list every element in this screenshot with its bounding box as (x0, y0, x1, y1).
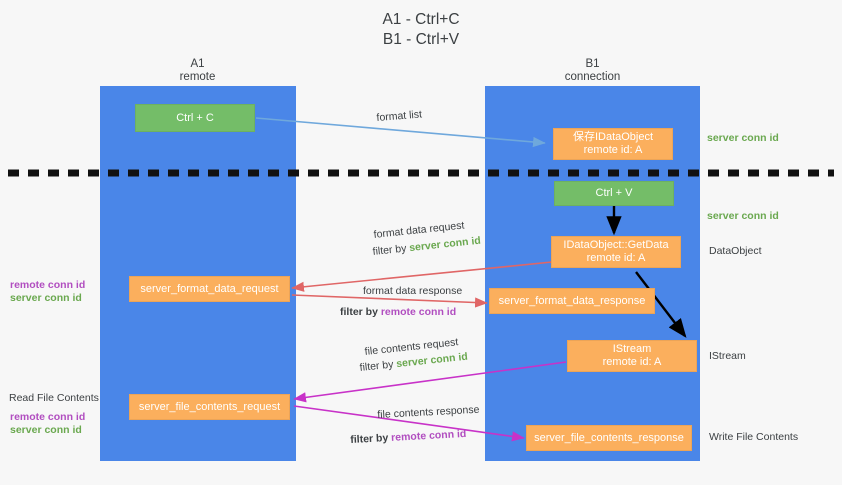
filter-key-remote-conn-id: remote conn id (390, 427, 467, 444)
box-save-idataobject-line2: remote id: A (583, 144, 643, 156)
edge-label-format-data-response: format data response (363, 285, 463, 297)
left-label-remote-conn-id-2: remote conn id (10, 411, 86, 423)
left-label-server-conn-id-1: server conn id (10, 292, 82, 304)
lane-header-b1: B1 connection (485, 58, 700, 84)
box-server-file-contents-response-label: server_file_contents_response (534, 431, 684, 444)
box-server-file-contents-response[interactable]: server_file_contents_response (526, 425, 692, 451)
box-save-idataobject[interactable]: 保存IDataObject remote id: A (553, 128, 673, 160)
box-server-file-contents-request-label: server_file_contents_request (138, 400, 281, 413)
edge-label-file-contents-response-filter: filter by remote conn id (350, 427, 467, 447)
right-label-dataobject: DataObject (709, 245, 762, 257)
box-server-format-data-request[interactable]: server_format_data_request (129, 276, 290, 302)
filter-prefix: filter by (359, 358, 397, 374)
right-label-server-conn-id-mid: server conn id (707, 210, 779, 222)
box-server-format-data-response[interactable]: server_format_data_response (489, 288, 655, 314)
box-save-idataobject-line1: 保存IDataObject (572, 131, 654, 143)
filter-prefix: filter by (372, 242, 410, 258)
filter-prefix: filter by (350, 431, 392, 446)
lane-header-b1-sub: connection (564, 71, 621, 83)
box-istream-line1: IStream (612, 343, 652, 355)
box-ctrl-v-label: Ctrl + V (595, 187, 633, 199)
box-ctrl-c[interactable]: Ctrl + C (135, 104, 255, 132)
right-label-istream: IStream (709, 350, 746, 362)
left-label-read-file-contents: Read File Contents (9, 392, 99, 404)
right-label-write-file-contents: Write File Contents (709, 431, 799, 443)
lane-header-b1-name: B1 (585, 58, 600, 70)
edge-label-file-contents-response: file contents response (377, 403, 480, 421)
lane-header-a1: A1 remote (100, 58, 295, 84)
box-ctrl-v[interactable]: Ctrl + V (554, 181, 674, 206)
box-getdata[interactable]: IDataObject::GetData remote id: A (551, 236, 681, 268)
left-label-server-conn-id-2: server conn id (10, 424, 82, 436)
box-istream[interactable]: IStream remote id: A (567, 340, 697, 372)
box-getdata-line1: IDataObject::GetData (563, 239, 669, 251)
box-ctrl-c-label: Ctrl + C (176, 111, 214, 124)
box-server-format-data-request-label: server_format_data_request (140, 282, 279, 295)
filter-key-server-conn-id: server conn id (408, 234, 482, 255)
box-server-format-data-response-label: server_format_data_response (498, 294, 646, 307)
box-getdata-line2: remote id: A (586, 252, 646, 264)
lane-header-a1-name: A1 (190, 58, 205, 70)
diagram-title: A1 - Ctrl+C B1 - Ctrl+V (382, 11, 460, 48)
right-label-server-conn-id-top: server conn id (707, 132, 779, 144)
edge-label-format-data-response-filter: filter by remote conn id (340, 305, 456, 319)
left-label-remote-conn-id-1: remote conn id (10, 279, 86, 291)
edge-label-format-list: format list (376, 108, 423, 124)
box-server-file-contents-request[interactable]: server_file_contents_request (129, 394, 290, 420)
filter-prefix: filter by (340, 306, 381, 318)
lane-header-a1-sub: remote (179, 71, 216, 83)
box-istream-line2: remote id: A (602, 356, 662, 368)
filter-key-remote-conn-id: remote conn id (380, 306, 457, 318)
